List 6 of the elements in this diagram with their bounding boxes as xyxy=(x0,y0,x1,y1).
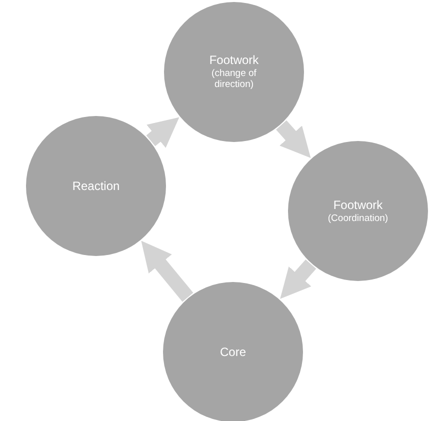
node-title: Footwork xyxy=(209,53,259,68)
node-subtitle: (Coordination) xyxy=(328,212,388,224)
node-subtitle: (change of direction) xyxy=(210,68,258,91)
node-title: Core xyxy=(220,344,246,360)
node-title: Reaction xyxy=(72,178,120,194)
node-title: Footwork xyxy=(333,198,383,212)
